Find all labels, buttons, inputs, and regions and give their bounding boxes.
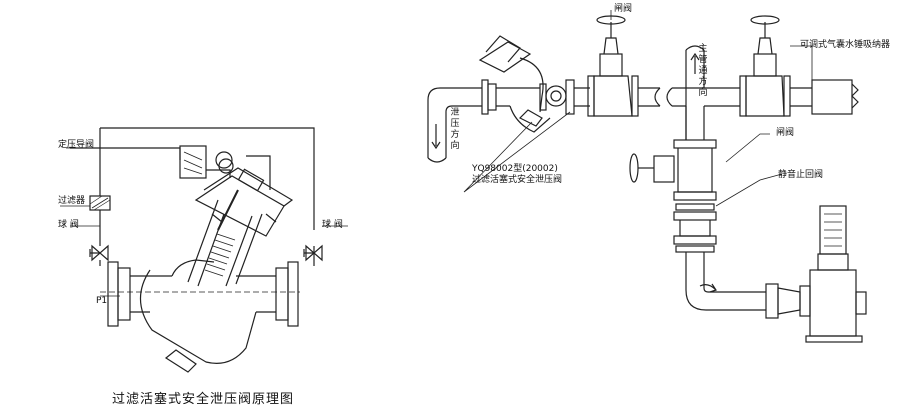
label-pilot-valve: 定压导阀 <box>58 140 95 150</box>
label-main-flow: 主管通方向 <box>698 44 708 98</box>
label-silent-check-valve: 静音止回阀 <box>778 170 824 180</box>
label-gate-valve-top: 闸阀 <box>614 4 633 14</box>
vertical-branch <box>673 106 766 311</box>
label-filter: 过滤器 <box>58 196 86 206</box>
filter-left <box>89 195 111 211</box>
gate-valve-right-top <box>739 15 812 117</box>
label-relief-direction: 泄压方向 <box>450 108 460 151</box>
label-surge-tank: 可调式气囊水锤吸纳器 <box>800 40 891 50</box>
leader-model <box>463 111 571 193</box>
leader-check-valve <box>715 173 783 207</box>
leader-surge-tank <box>790 45 813 82</box>
ball-valve-left <box>89 244 109 262</box>
gate-valve-top <box>574 15 660 117</box>
leader-gate-valve-mid <box>725 133 770 163</box>
label-model-number: YQ98002型(20002) <box>472 164 558 174</box>
inline-meter-right <box>545 79 575 115</box>
valve-bonnet-left <box>187 158 294 287</box>
control-piping-left <box>70 127 315 266</box>
label-ball-valve-right: 球 阀 <box>322 220 343 230</box>
relief-valve-right <box>478 35 551 133</box>
label-gate-valve-mid: 闸阀 <box>776 128 795 138</box>
label-p1: P1 <box>96 296 108 306</box>
gate-valve-mid <box>629 153 675 183</box>
relief-outlet-pipe <box>427 87 482 163</box>
label-model-name: 过滤活塞式安全泄压阀 <box>472 175 563 185</box>
caption-left: 过滤活塞式安全泄压阀原理图 <box>112 392 295 407</box>
label-ball-valve-left: 球 阀 <box>58 220 79 230</box>
surge-tank-right <box>811 79 859 115</box>
pilot-valve-left <box>179 145 233 179</box>
valve-body-left <box>100 259 300 373</box>
ball-valve-right <box>303 244 323 262</box>
pump-right <box>765 205 867 343</box>
